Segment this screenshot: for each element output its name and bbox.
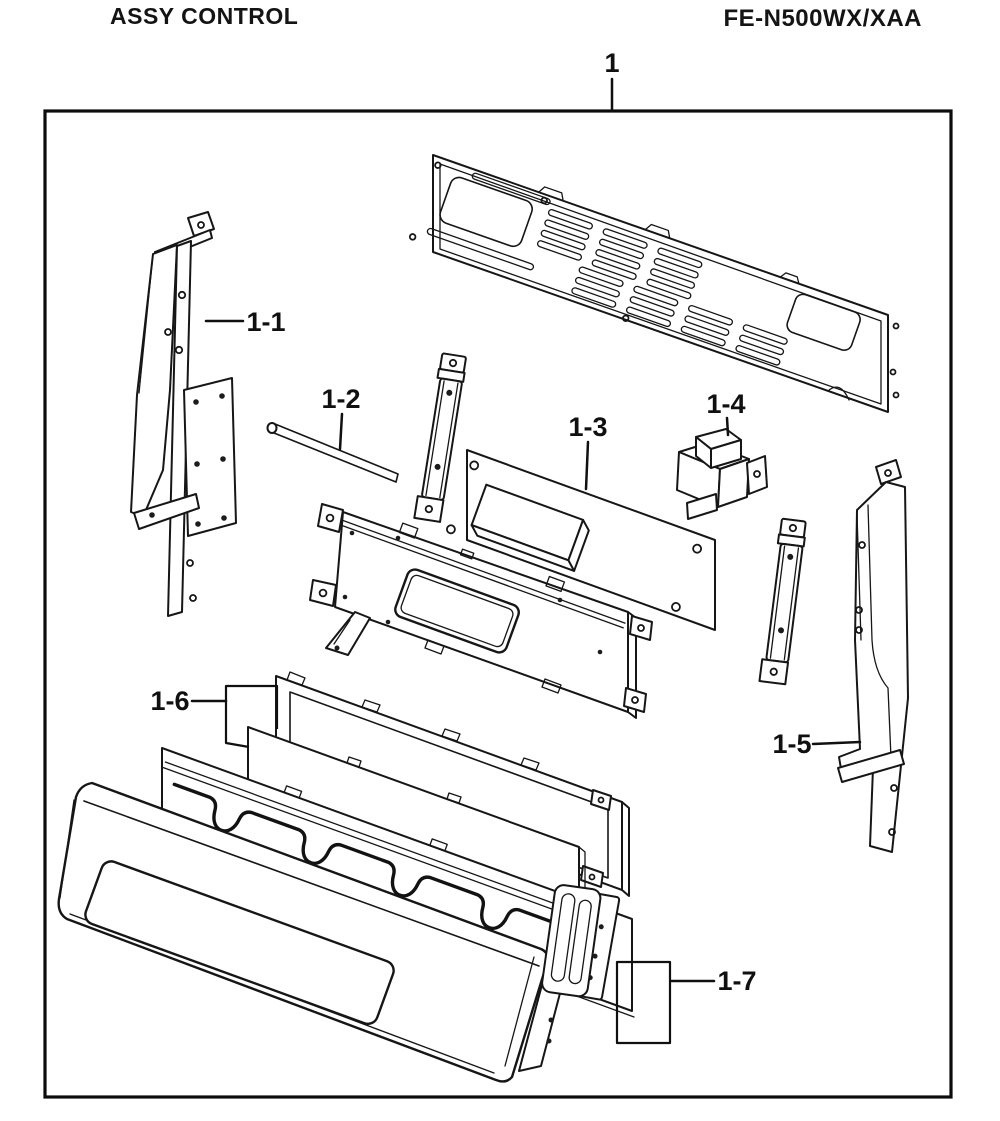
- callout-label-1-4: 1-4: [706, 389, 745, 419]
- bottom-notch: [827, 386, 850, 401]
- mounting-strap-left: [413, 352, 467, 523]
- vent-slots-upper: [536, 209, 703, 300]
- side-bracket-right-part-1-5: [837, 459, 909, 853]
- callout-1-4: 1-4: [706, 389, 746, 437]
- callout-1-5: 1-5: [772, 729, 862, 759]
- leader-line-1-2: [338, 412, 344, 451]
- control-bracket: [309, 503, 653, 719]
- side-bracket-left-part-1-1: [130, 211, 237, 617]
- page-title: ASSY CONTROL: [110, 3, 299, 29]
- callout-1-1: 1-1: [204, 307, 286, 337]
- transformer-part-1-4: [676, 428, 768, 520]
- callout-label-1-6: 1-6: [150, 686, 189, 716]
- callout-label-1: 1: [604, 48, 619, 78]
- callout-label-1-5: 1-5: [772, 729, 811, 759]
- model-number: FE-N500WX/XAA: [723, 5, 922, 32]
- callout-1-2: 1-2: [321, 384, 361, 451]
- callout-label-1-7: 1-7: [717, 966, 756, 996]
- end-cap: [541, 884, 602, 998]
- pcb-board-part-1-3: [446, 449, 716, 631]
- vent-slots-lower: [571, 266, 788, 366]
- group-bracket-1-6: [224, 684, 279, 749]
- group-bracket-1-7: [615, 960, 672, 1045]
- callout-1: 1: [604, 48, 620, 113]
- callout-label-1-2: 1-2: [321, 384, 360, 414]
- diagram-border: [43, 109, 953, 1099]
- rear-panel-part-1: [408, 154, 900, 413]
- callout-1-3: 1-3: [568, 412, 608, 491]
- shaft-part-1-2: [266, 422, 399, 483]
- callout-1-6: 1-6: [150, 684, 279, 749]
- leader-line-1-3: [584, 440, 590, 491]
- callout-label-1-1: 1-1: [246, 307, 285, 337]
- mounting-strap-right: [758, 517, 807, 686]
- callout-1-7: 1-7: [615, 960, 757, 1045]
- leader-line-1-4: [725, 416, 730, 437]
- leader-line-1-5: [811, 740, 862, 746]
- front-panel-part-1-7: [57, 781, 566, 1083]
- callout-label-1-3: 1-3: [568, 412, 607, 442]
